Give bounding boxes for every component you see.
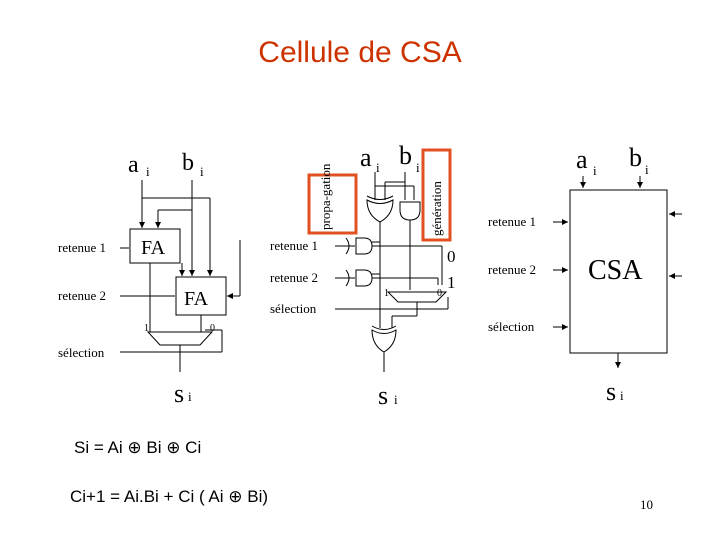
mid-mux-1: 1 (384, 288, 389, 299)
left-circuit: a i b i FA FA retenue 1 retenue 2 1 0 sé… (58, 150, 241, 408)
propagation-highlight (307, 173, 358, 235)
mid-a-label: a (360, 143, 372, 172)
mid-a-sub: i (376, 160, 380, 175)
mid-retenue2: retenue 2 (270, 270, 318, 285)
left-s-sub: i (188, 389, 192, 404)
mid-xor-out (371, 329, 397, 353)
mid-or-gate-1 (345, 237, 350, 255)
right-s-label: s (606, 377, 616, 406)
left-selection: sélection (58, 345, 105, 360)
mid-const-1: 1 (447, 273, 456, 292)
right-selection: sélection (488, 319, 535, 334)
right-a-sub: i (593, 163, 597, 178)
mid-retenue1: retenue 1 (270, 238, 318, 253)
left-a-sub: i (146, 164, 150, 179)
csa-block-label: CSA (588, 255, 643, 286)
left-s-label: s (174, 379, 184, 408)
right-b-label: b (629, 143, 642, 172)
generation-label: génération (429, 181, 444, 236)
mid-xor-gate (366, 199, 394, 223)
left-retenue1: retenue 1 (58, 240, 106, 255)
left-fa-1 (129, 228, 181, 264)
mid-b-sub: i (416, 160, 420, 175)
sum-equation: Si = Ai ⊕ Bi ⊕ Ci (74, 438, 202, 457)
mid-and-gate (399, 201, 421, 221)
slide-title: Cellule de CSA (258, 36, 462, 69)
mid-mux (386, 291, 448, 303)
left-a-label: a (128, 152, 139, 178)
mid-and-gate-3 (355, 269, 373, 287)
mid-s-sub: i (394, 392, 398, 407)
left-fa-1-label: FA (141, 237, 166, 259)
left-retenue2: retenue 2 (58, 288, 106, 303)
right-a-label: a (576, 145, 588, 174)
mid-selection: sélection (270, 301, 317, 316)
right-retenue2: retenue 2 (488, 262, 536, 277)
right-circuit: a i b i CSA retenue 1 retenue 2 sélectio… (488, 143, 682, 406)
generation-highlight (421, 148, 452, 242)
page-number: 10 (640, 497, 653, 512)
right-b-sub: i (645, 162, 649, 177)
mid-or-gate-2 (345, 269, 350, 287)
left-mux-0: 0 (210, 323, 215, 334)
left-fa-2-label: FA (184, 288, 209, 310)
left-b-sub: i (200, 164, 204, 179)
right-s-sub: i (620, 388, 624, 403)
mid-mux-0: 0 (437, 288, 442, 299)
right-retenue1: retenue 1 (488, 214, 536, 229)
left-mux-1: 1 (144, 323, 149, 334)
middle-circuit: a i b i propa-gation génération retenue … (270, 141, 456, 410)
left-b-label: b (182, 150, 194, 176)
mid-const-0: 0 (447, 247, 456, 266)
carry-equation: Ci+1 = Ai.Bi + Ci ( Ai ⊕ Bi) (70, 487, 269, 506)
mid-s-label: s (378, 381, 388, 410)
mid-and-gate-2 (355, 237, 373, 255)
mid-b-label: b (399, 141, 412, 170)
propagation-label: propa-gation (318, 163, 333, 230)
left-mux (146, 331, 214, 346)
